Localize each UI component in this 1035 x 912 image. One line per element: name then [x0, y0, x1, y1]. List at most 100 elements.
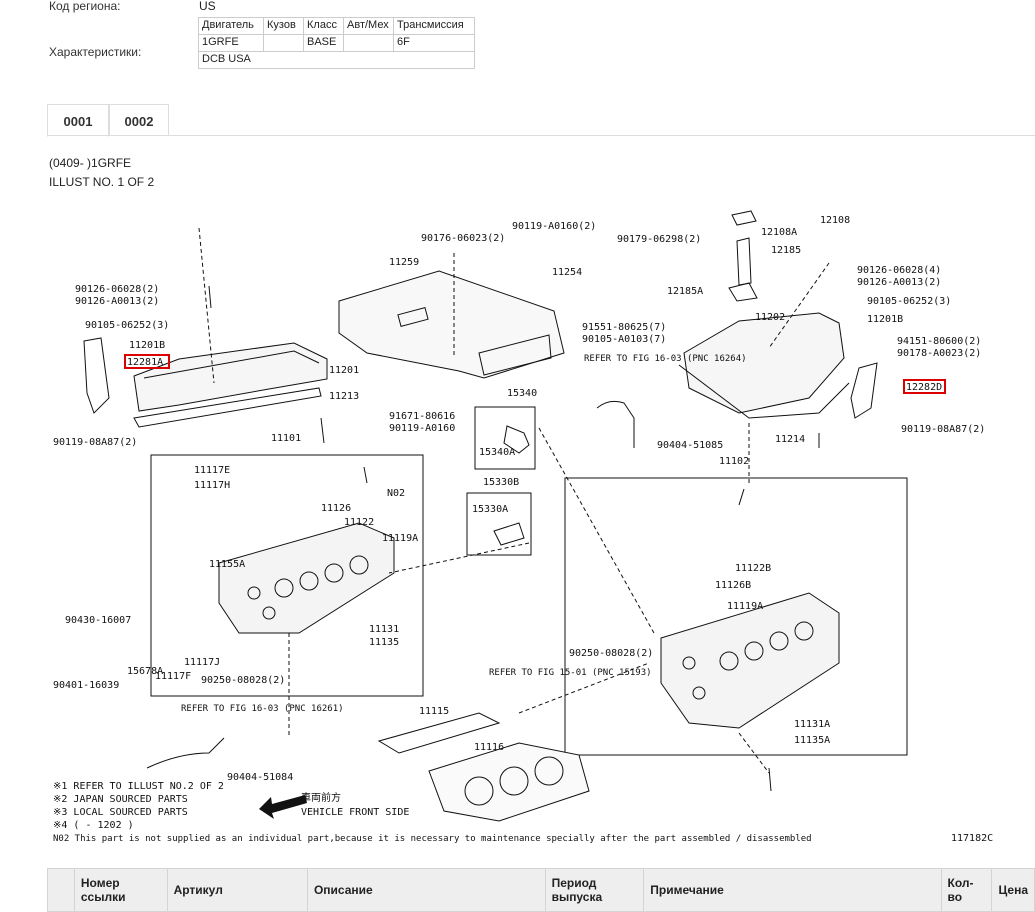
callout[interactable]: 90176-06023(2): [421, 233, 505, 244]
callout[interactable]: 11201B: [867, 314, 903, 325]
tab-0001[interactable]: 0001: [47, 104, 109, 137]
callout[interactable]: 90179-06298(2): [617, 234, 701, 245]
callout[interactable]: 11119A: [382, 533, 418, 544]
callout[interactable]: 91671-80616: [389, 411, 455, 422]
callout[interactable]: 12185: [771, 245, 801, 256]
col-note[interactable]: Примечание: [643, 868, 942, 912]
callout[interactable]: 11202: [755, 312, 785, 323]
callout[interactable]: 11254: [552, 267, 582, 278]
footnote-4: ※4 ( - 1202 ): [53, 820, 134, 831]
region-label: Код региона:: [49, 0, 121, 13]
col-empty: [47, 868, 75, 912]
vehicle-front-arrow-icon: [259, 795, 307, 819]
tab-divider: [47, 135, 1035, 136]
callout[interactable]: 11122: [344, 517, 374, 528]
callout[interactable]: 11122B: [735, 563, 771, 574]
parts-table: Номер ссылки Артикул Описание Период вып…: [47, 868, 1035, 912]
callout[interactable]: 11115: [419, 706, 449, 717]
callout[interactable]: 90430-16007: [65, 615, 131, 626]
spec-table: Двигатель Кузов Класс Авт/Мех Трансмисси…: [198, 17, 475, 69]
callout[interactable]: 11126: [321, 503, 351, 514]
callout[interactable]: 90250-08028(2): [201, 675, 285, 686]
highlight-12282D[interactable]: [903, 379, 946, 394]
col-period[interactable]: Период выпуска: [544, 868, 645, 912]
callout[interactable]: 11102: [719, 456, 749, 467]
footnote-n02: N02 This part is not supplied as an indi…: [53, 834, 812, 844]
callout-labels: 12108 12108A 12185 12185A 90179-06298(2)…: [53, 215, 985, 783]
callout[interactable]: 15340A: [479, 447, 515, 458]
callout[interactable]: 11213: [329, 391, 359, 402]
spec-header-class: Класс: [303, 17, 344, 35]
callout[interactable]: 90126-A0013(2): [75, 296, 159, 307]
callout[interactable]: 11117F: [155, 671, 191, 682]
spec-header-engine: Двигатель: [198, 17, 264, 35]
callout[interactable]: 11201B: [129, 340, 165, 351]
callout[interactable]: 11135A: [794, 735, 830, 746]
col-qty[interactable]: Кол-во: [940, 868, 993, 912]
callout-12282D[interactable]: 12282D: [906, 382, 942, 393]
callout[interactable]: 90119-08A87(2): [901, 424, 985, 435]
callout[interactable]: 11117J: [184, 657, 220, 668]
callout[interactable]: 90119-08A87(2): [53, 437, 137, 448]
callout[interactable]: 11135: [369, 637, 399, 648]
callout[interactable]: 11259: [389, 257, 419, 268]
callout[interactable]: 12108A: [761, 227, 797, 238]
col-article[interactable]: Артикул: [166, 868, 308, 912]
callout[interactable]: 11214: [775, 434, 805, 445]
col-price[interactable]: Цена: [991, 868, 1035, 912]
callout[interactable]: 90126-06028(2): [75, 284, 159, 295]
callout[interactable]: 90105-06252(3): [85, 320, 169, 331]
callout[interactable]: 11116: [474, 742, 504, 753]
callout-refer-16261[interactable]: REFER TO FIG 16-03 (PNC 16261): [181, 704, 344, 714]
spec-value-transmission: 6F: [393, 34, 475, 52]
callout[interactable]: 12185A: [667, 286, 703, 297]
footnotes: ※1 REFER TO ILLUST NO.2 OF 2 ※2 JAPAN SO…: [53, 781, 812, 844]
callout[interactable]: 15330B: [483, 477, 519, 488]
callout[interactable]: 15678A: [127, 666, 163, 677]
callout[interactable]: 11126B: [715, 580, 751, 591]
head-assembly-box-right: [564, 477, 908, 756]
callout[interactable]: 11119A: [727, 601, 763, 612]
callout[interactable]: 11131A: [794, 719, 830, 730]
callout[interactable]: 90126-A0013(2): [857, 277, 941, 288]
callout[interactable]: 90178-A0023(2): [897, 348, 981, 359]
callout[interactable]: 15340: [507, 388, 537, 399]
callout[interactable]: 90105-06252(3): [867, 296, 951, 307]
callout[interactable]: N02: [387, 488, 405, 499]
callout[interactable]: 11117H: [194, 480, 230, 491]
callout-refer-16264[interactable]: REFER TO FIG 16-03 (PNC 16264): [584, 354, 747, 364]
highlight-12281A[interactable]: [124, 354, 170, 369]
col-description[interactable]: Описание: [306, 868, 546, 912]
spec-label: Характеристики:: [49, 45, 142, 59]
callout-refer-15193[interactable]: REFER TO FIG 15-01 (PNC 15193): [489, 668, 652, 678]
callout[interactable]: 90404-51085: [657, 440, 723, 451]
spec-header-transmission: Трансмиссия: [393, 17, 475, 35]
callout[interactable]: 11117E: [194, 465, 230, 476]
footnote-2: ※2 JAPAN SOURCED PARTS: [53, 794, 188, 805]
tab-0002[interactable]: 0002: [109, 104, 169, 136]
callout[interactable]: 11101: [271, 433, 301, 444]
callout-12281A[interactable]: 12281A: [127, 357, 163, 368]
callout[interactable]: 12108: [820, 215, 850, 226]
ocv-box-15330b: [466, 492, 532, 556]
callout[interactable]: 90401-16039: [53, 680, 119, 691]
illust-code: 117182C: [951, 833, 993, 844]
callout[interactable]: 90119-A0160(2): [512, 221, 596, 232]
illustration-caption-1: (0409- )1GRFE: [49, 156, 132, 170]
spec-header-body: Кузов: [263, 17, 304, 35]
callout[interactable]: 90119-A0160: [389, 423, 455, 434]
callout[interactable]: 91551-80625(7): [582, 322, 666, 333]
spec-value-transmission-type: [343, 34, 394, 52]
callout[interactable]: 90404-51084: [227, 772, 293, 783]
footnote-1: ※1 REFER TO ILLUST NO.2 OF 2: [53, 781, 224, 792]
callout[interactable]: 11131: [369, 624, 399, 635]
callout[interactable]: 90250-08028(2): [569, 648, 653, 659]
callout[interactable]: 90105-A0103(7): [582, 334, 666, 345]
col-ref-number[interactable]: Номер ссылки: [73, 868, 168, 912]
callout[interactable]: 90126-06028(4): [857, 265, 941, 276]
callout[interactable]: 11155A: [209, 559, 245, 570]
callout[interactable]: 11201: [329, 365, 359, 376]
spec-header-transmission-type: Авт/Мех: [343, 17, 394, 35]
callout[interactable]: 15330A: [472, 504, 508, 515]
callout[interactable]: 94151-80600(2): [897, 336, 981, 347]
